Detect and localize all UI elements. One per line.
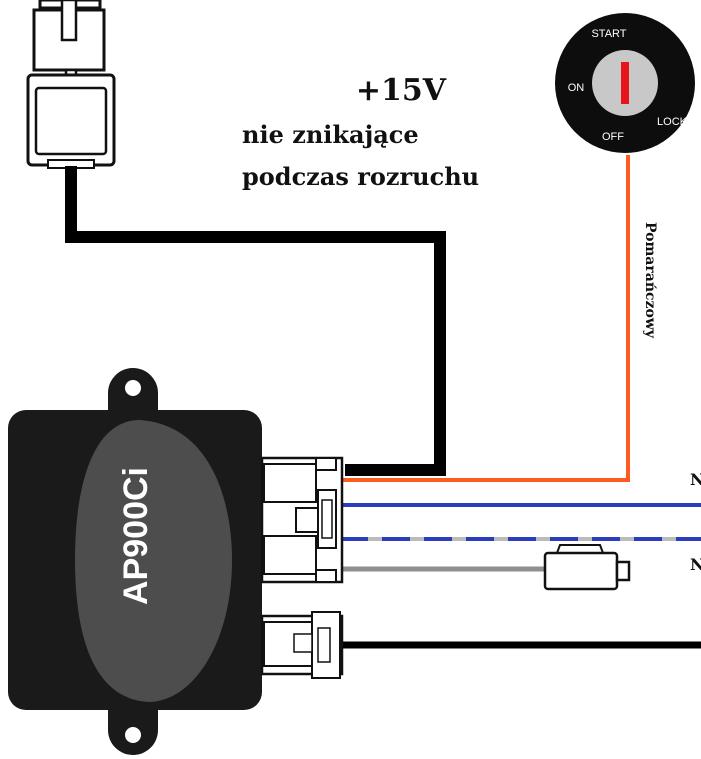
orange-wire-label: Pomarańczowy: [642, 222, 658, 339]
module-label: AP900Ci: [117, 467, 155, 605]
orange-wire: [340, 155, 630, 482]
switch-label-on: ON: [568, 82, 585, 94]
right-label-2: N: [690, 555, 701, 574]
module: AP900Ci: [8, 368, 262, 755]
upper-connector-block: [260, 456, 344, 584]
switch-label-off: OFF: [602, 131, 624, 143]
switch-label-lock: LOCK: [657, 116, 688, 128]
module-bottom-hole: [125, 727, 141, 743]
module-top-hole: [125, 380, 141, 396]
right-label-1: N: [690, 470, 701, 489]
voltage-label: +15V: [356, 73, 447, 108]
ignition-key-slot: [621, 62, 629, 104]
top-connector: [26, 0, 116, 169]
header-line-2: podczas rozruchu: [242, 162, 479, 191]
gray-wire-plug: [543, 544, 631, 591]
module-accent: [75, 420, 232, 702]
ignition-switch: START ON LOCK OFF: [555, 13, 695, 153]
lower-connector-block: [260, 611, 344, 679]
switch-label-start: START: [591, 28, 626, 40]
header-line-1: nie znikające: [242, 120, 419, 149]
black-wire-top: [65, 166, 446, 476]
